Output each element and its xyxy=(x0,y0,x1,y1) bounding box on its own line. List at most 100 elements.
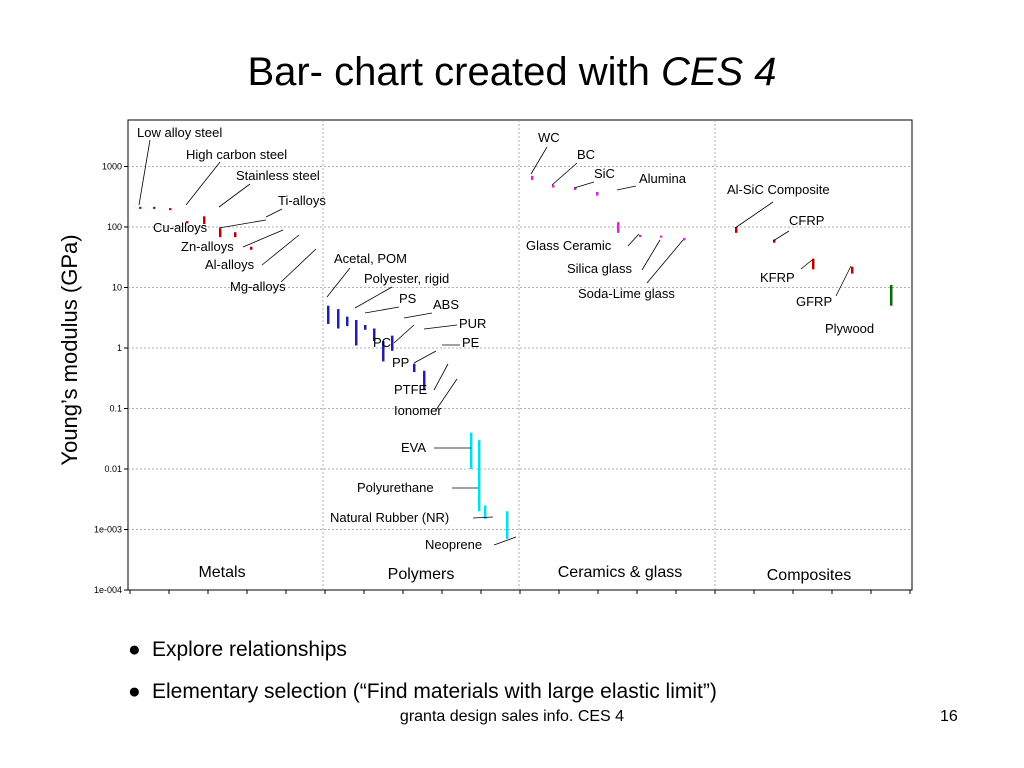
material-label: Stainless steel xyxy=(236,168,320,183)
bar-zn-alloys xyxy=(219,228,222,238)
leader-line xyxy=(551,162,578,186)
material-label: Ti-alloys xyxy=(278,193,326,208)
leader-line xyxy=(354,286,393,309)
leader-line xyxy=(530,146,548,175)
category-label: Metals xyxy=(198,564,245,581)
bar-cfrp xyxy=(773,239,776,243)
material-label: EVA xyxy=(401,440,426,455)
bar-polyurethane xyxy=(478,440,481,512)
bullet-item: ● Explore relationships xyxy=(128,636,717,678)
bar-ti-alloys xyxy=(186,221,189,224)
material-label: BC xyxy=(577,147,595,162)
bar-polyester-rigid xyxy=(337,309,340,329)
bar-neoprene xyxy=(506,511,509,539)
leader-line xyxy=(835,265,852,297)
y-tick-label: 1e-004 xyxy=(94,585,122,595)
material-label: WC xyxy=(538,130,560,145)
material-label: Zn-alloys xyxy=(181,239,234,254)
material-label: Mg-alloys xyxy=(230,279,286,294)
leader-line xyxy=(393,324,415,344)
category-label: Ceramics & glass xyxy=(558,564,682,581)
slide-title-text: Bar- chart created with xyxy=(247,50,661,94)
chart-bars xyxy=(139,175,893,539)
material-label: PC xyxy=(373,335,391,350)
leader-line xyxy=(435,378,458,411)
leader-line xyxy=(423,324,458,330)
bar-abs xyxy=(355,320,358,346)
page-number: 16 xyxy=(940,708,958,725)
leader-line xyxy=(734,201,774,229)
bullet-item: ● Elementary selection (“Find materials w… xyxy=(128,678,717,720)
leader-line xyxy=(433,363,449,391)
bar-pp xyxy=(391,335,394,351)
y-tick-label: 100 xyxy=(107,222,122,232)
material-label: High carbon steel xyxy=(186,147,287,162)
bar-stainless-steel xyxy=(169,208,172,211)
bullet-text: Explore relationships xyxy=(152,638,347,661)
material-label: CFRP xyxy=(789,213,824,228)
bar-sic xyxy=(574,187,577,190)
y-tick-label: 1e-003 xyxy=(94,525,122,535)
leader-line xyxy=(364,306,400,314)
material-label: PP xyxy=(392,355,409,370)
leader-line xyxy=(138,139,151,206)
bullet-dot: ● xyxy=(128,680,141,703)
material-label: Natural Rubber (NR) xyxy=(330,510,449,525)
bar-eva xyxy=(470,432,473,469)
bar-alumina xyxy=(596,191,599,196)
material-label: Glass Ceramic xyxy=(526,238,612,253)
bullet-text: Elementary selection (“Find materials wi… xyxy=(152,680,717,703)
bar-wc xyxy=(531,175,534,180)
leader-line xyxy=(772,230,790,242)
bar-ps xyxy=(346,316,349,327)
leader-line xyxy=(265,208,283,218)
leader-line xyxy=(413,350,437,364)
bar-plywood xyxy=(890,284,893,306)
category-label: Composites xyxy=(767,567,851,584)
material-label: Low alloy steel xyxy=(137,125,222,140)
bullet-list: ● Explore relationships ● Elementary selec… xyxy=(128,636,717,720)
material-label: PE xyxy=(462,335,480,350)
bar-pur xyxy=(373,328,376,342)
bar-ionomer xyxy=(423,370,426,391)
leader-line xyxy=(573,181,595,189)
leader-line xyxy=(185,161,221,206)
x-axis-ticks xyxy=(129,590,911,594)
grid-lines xyxy=(128,120,912,590)
bar-pc xyxy=(364,324,367,330)
footer-text: granta design sales info. CES 4 xyxy=(399,708,625,725)
material-label: ABS xyxy=(433,297,459,312)
y-tick-label: 0.1 xyxy=(109,404,122,414)
bar-unlabeled xyxy=(683,237,686,241)
bar-high-carbon-steel xyxy=(153,206,156,209)
material-label: Soda-Lime glass xyxy=(578,286,675,301)
bar-acetal-pom xyxy=(327,305,330,324)
material-label: PTFE xyxy=(394,382,428,397)
bar-al-sic-composite xyxy=(735,227,738,233)
bar-glass-ceramic xyxy=(617,222,620,233)
leader-line xyxy=(218,219,267,229)
material-label: SiC xyxy=(594,166,615,181)
bar-silica-glass xyxy=(639,234,642,238)
slide-title: Bar- chart created with CES 4 xyxy=(0,50,1024,95)
leader-line xyxy=(403,312,433,319)
bar-al-alloys xyxy=(234,232,237,238)
leader-line xyxy=(493,536,517,546)
leader-line xyxy=(280,248,317,283)
leader-line xyxy=(627,233,640,247)
material-label: KFRP xyxy=(760,270,795,285)
bar-pe xyxy=(382,341,385,362)
bar-ptfe xyxy=(413,363,416,373)
bullet-dot: ● xyxy=(128,638,141,661)
leader-line xyxy=(242,229,284,248)
bar-gfrp xyxy=(851,266,854,274)
bar-low-alloy-steel xyxy=(139,206,142,209)
material-label: Neoprene xyxy=(425,537,482,552)
y-axis-label: Young’s modulus (GPa) xyxy=(57,234,82,465)
material-label: PUR xyxy=(459,316,486,331)
y-tick-label: 10 xyxy=(112,283,122,293)
material-label: Al-alloys xyxy=(205,257,255,272)
slide-title-italic: CES 4 xyxy=(660,50,777,94)
